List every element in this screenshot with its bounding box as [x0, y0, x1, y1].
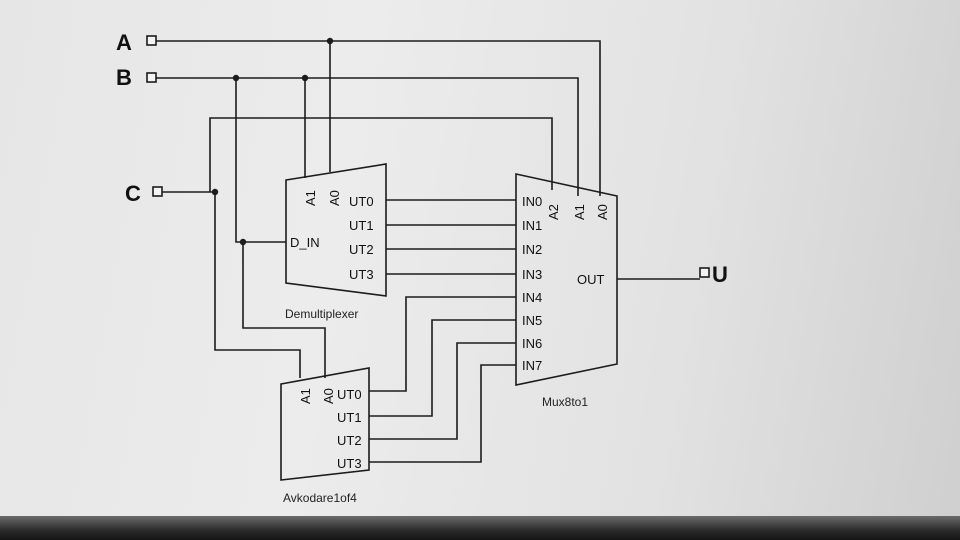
- wire-b-to-decoder-a0: [242, 242, 326, 378]
- decoder-block[interactable]: A1 A0 UT0 UT1 UT2 UT3 Avkodare1of4: [280, 367, 370, 505]
- decoder-pin-ut3: UT3: [337, 456, 362, 471]
- demux-pin-a0: A0: [327, 190, 342, 206]
- demux-pin-a1: A1: [303, 190, 318, 206]
- mux-pin-in1: IN1: [522, 218, 542, 233]
- wire-decoder-ut2-to-in6: [369, 342, 516, 440]
- demux-pin-din: D_IN: [290, 235, 320, 250]
- wire-b-to-mux-a1: [156, 77, 579, 196]
- mux-pin-in3: IN3: [522, 267, 542, 282]
- wire-decoder-ut1-to-in5: [369, 319, 516, 417]
- decoder-pin-a1: A1: [298, 388, 313, 404]
- junction-c: [211, 188, 219, 196]
- demux-pin-ut3: UT3: [349, 267, 374, 282]
- output-u-port[interactable]: [699, 267, 710, 278]
- decoder-pin-a0: A0: [321, 388, 336, 404]
- input-b-port[interactable]: [146, 72, 157, 83]
- mux-pin-a2: A2: [546, 204, 561, 220]
- mux-pin-in4: IN4: [522, 290, 542, 305]
- demux-pin-ut1: UT1: [349, 218, 374, 233]
- demux-caption: Demultiplexer: [285, 307, 358, 321]
- wire-a-to-mux-a0: [156, 40, 601, 196]
- mux-pin-in2: IN2: [522, 242, 542, 257]
- mux8to1-block[interactable]: IN0 A2 A1 A0 IN1 IN2 IN3 IN4 IN5 IN6 IN7…: [515, 173, 618, 409]
- wire-c-to-mux-a2: [209, 117, 553, 192]
- wire-b-to-demux-din: [235, 78, 286, 243]
- demultiplexer-block[interactable]: A1 A0 D_IN UT0 UT1 UT2 UT3 Demultiplexer: [285, 163, 387, 321]
- mux-pin-out: OUT: [577, 272, 605, 287]
- output-u-label: U: [712, 262, 728, 287]
- decoder-pin-ut2: UT2: [337, 433, 362, 448]
- input-a-label: A: [116, 30, 132, 55]
- decoder-body[interactable]: [280, 367, 370, 481]
- decoder-pin-ut1: UT1: [337, 410, 362, 425]
- wire-decoder-ut3-to-in7: [369, 364, 516, 463]
- junction-a: [326, 37, 334, 45]
- mux-caption: Mux8to1: [542, 395, 588, 409]
- demux-pin-ut2: UT2: [349, 242, 374, 257]
- mux-pin-in7: IN7: [522, 358, 542, 373]
- junction-b-left: [232, 74, 240, 82]
- wire-c-to-decoder-a1: [214, 192, 301, 378]
- wire-decoder-ut0-to-in4: [369, 296, 516, 392]
- input-a-port[interactable]: [146, 35, 157, 46]
- monitor-bezel: [0, 516, 960, 540]
- wires: [156, 40, 700, 463]
- demux-body[interactable]: [285, 163, 387, 297]
- junction-b-right: [301, 74, 309, 82]
- decoder-pin-ut0: UT0: [337, 387, 362, 402]
- input-c-port[interactable]: [152, 186, 163, 197]
- junction-b-din: [239, 238, 247, 246]
- mux-pin-in6: IN6: [522, 336, 542, 351]
- mux-pin-in0: IN0: [522, 194, 542, 209]
- input-b-label: B: [116, 65, 132, 90]
- demux-pin-ut0: UT0: [349, 194, 374, 209]
- junctions: [211, 37, 334, 246]
- mux-pin-a1: A1: [572, 204, 587, 220]
- mux-body[interactable]: [515, 173, 618, 386]
- decoder-caption: Avkodare1of4: [283, 491, 357, 505]
- mux-pin-in5: IN5: [522, 313, 542, 328]
- input-c-label: C: [125, 181, 141, 206]
- mux-pin-a0: A0: [595, 204, 610, 220]
